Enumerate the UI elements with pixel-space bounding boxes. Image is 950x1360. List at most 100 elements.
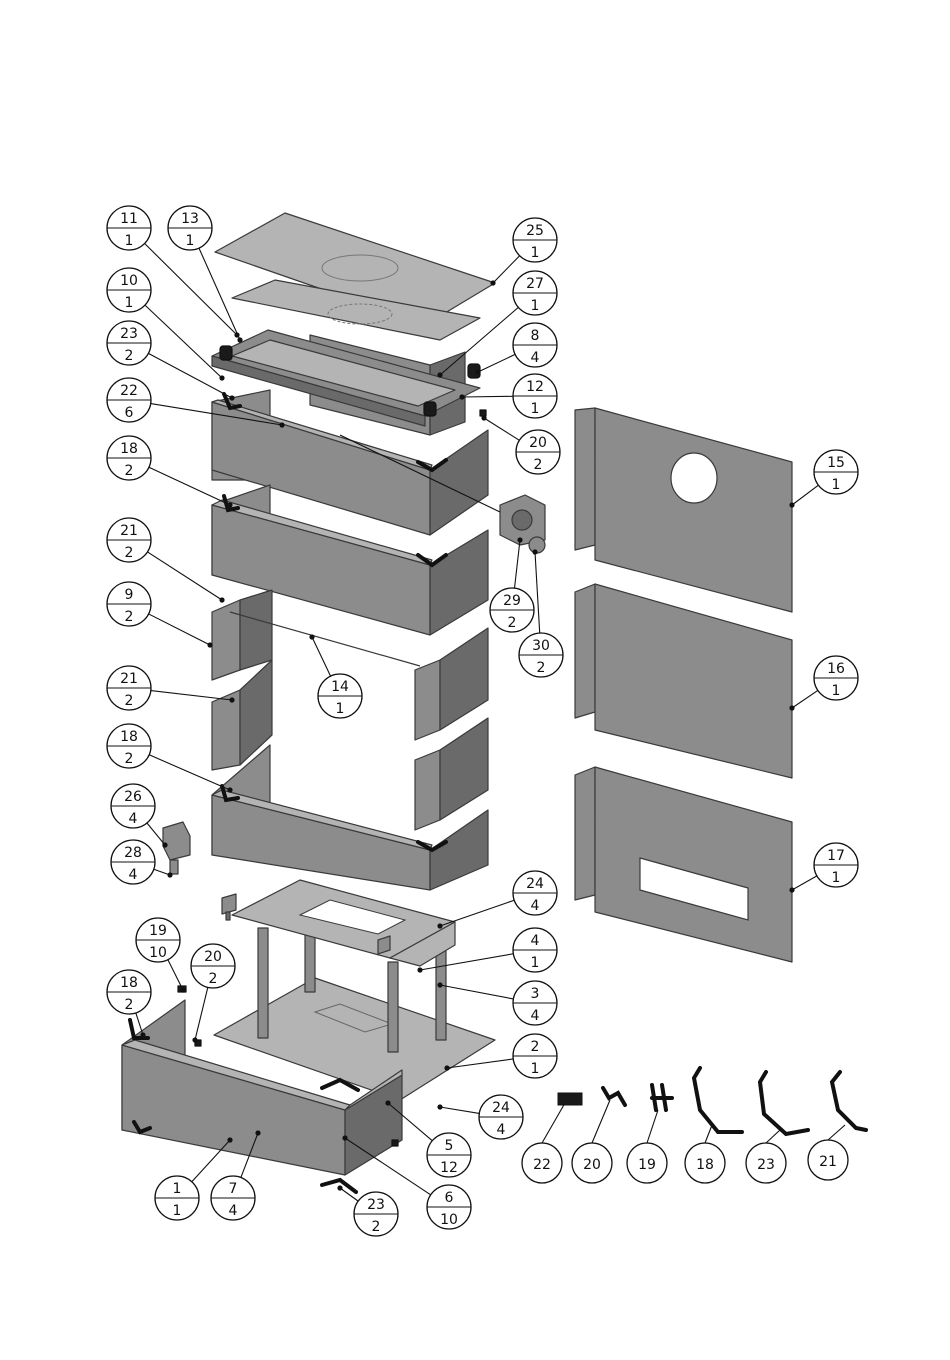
callout-part-23: 232 — [354, 1192, 398, 1236]
callout-part-1: 11 — [155, 1176, 199, 1220]
callout-quantity: 1 — [832, 683, 841, 699]
callout-leader — [168, 960, 183, 990]
callout-part-number: 24 — [526, 876, 544, 892]
callout-leader — [440, 1107, 479, 1113]
callout-quantity: 2 — [125, 997, 134, 1013]
callout-part-number: 25 — [526, 223, 544, 239]
callout-part-24: 244 — [479, 1095, 523, 1139]
callout-target-dot — [229, 395, 234, 400]
callout-part-number: 13 — [181, 211, 199, 227]
callout-leader — [484, 418, 519, 440]
callout-target-dot — [437, 1104, 442, 1109]
callout-target-dot — [437, 372, 442, 377]
callout-part-10: 101 — [107, 268, 151, 312]
callout-target-dot — [162, 842, 167, 847]
callout-part-26: 264 — [111, 784, 155, 828]
callout-quantity: 2 — [125, 693, 134, 709]
legend-label: 23 — [757, 1157, 775, 1173]
callout-part-number: 7 — [229, 1181, 238, 1197]
legend-label: 22 — [533, 1157, 551, 1173]
callout-part-18: 182 — [107, 436, 151, 480]
callout-quantity: 1 — [173, 1203, 182, 1219]
callout-target-dot — [337, 1185, 342, 1190]
callout-quantity: 4 — [129, 811, 138, 827]
callout-part-14: 141 — [318, 674, 362, 718]
callout-part-9: 92 — [107, 582, 151, 626]
legend-label: 21 — [819, 1154, 837, 1170]
callout-quantity: 1 — [125, 295, 134, 311]
callout-part-28: 284 — [111, 840, 155, 884]
legend-item-20: 20 — [572, 1100, 612, 1183]
callout-target-dot — [437, 923, 442, 928]
callout-target-dot — [481, 415, 486, 420]
callout-quantity: 4 — [531, 898, 540, 914]
callout-quantity: 1 — [125, 233, 134, 249]
legend-item-23: 23 — [746, 1130, 786, 1183]
legend-item-21: 21 — [808, 1125, 848, 1180]
callout-quantity: 2 — [125, 463, 134, 479]
callout-leader — [195, 987, 208, 1040]
callout-quantity: 1 — [531, 955, 540, 971]
callout-part-11: 111 — [107, 206, 151, 250]
callout-part-12: 121 — [513, 374, 557, 418]
callout-part-number: 17 — [827, 848, 845, 864]
callout-target-dot — [167, 872, 172, 877]
callout-part-number: 19 — [149, 923, 167, 939]
callout-part-30: 302 — [519, 633, 563, 677]
legend-item-22: 22 — [522, 1103, 565, 1183]
callout-part-8: 84 — [513, 323, 557, 367]
callout-part-number: 30 — [532, 638, 550, 654]
callout-part-number: 5 — [445, 1138, 454, 1154]
callout-target-dot — [437, 982, 442, 987]
callout-quantity: 2 — [537, 660, 546, 676]
callout-part-3: 34 — [513, 981, 557, 1025]
callout-part-21: 212 — [107, 518, 151, 562]
callout-part-21: 212 — [107, 666, 151, 710]
callout-target-dot — [255, 1130, 260, 1135]
callout-target-dot — [237, 337, 242, 342]
callout-target-dot — [532, 549, 537, 554]
callout-quantity: 4 — [531, 350, 540, 366]
callout-part-23: 232 — [107, 321, 151, 365]
callout-part-number: 22 — [120, 383, 138, 399]
callout-part-number: 20 — [529, 435, 547, 451]
callout-quantity: 2 — [372, 1219, 381, 1235]
callout-part-7: 74 — [211, 1176, 255, 1220]
callout-quantity: 10 — [440, 1212, 458, 1228]
callout-part-number: 24 — [492, 1100, 510, 1116]
callout-part-number: 8 — [531, 328, 540, 344]
callout-leader — [478, 354, 515, 372]
callout-quantity: 1 — [832, 870, 841, 886]
callout-part-24: 244 — [513, 871, 557, 915]
legend-icon-23 — [760, 1072, 808, 1134]
callout-quantity: 1 — [186, 233, 195, 249]
callout-leader — [535, 552, 540, 633]
callout-leader — [514, 540, 520, 588]
callout-quantity: 2 — [508, 615, 517, 631]
legend-label: 20 — [583, 1157, 601, 1173]
callout-quantity: 1 — [531, 401, 540, 417]
callout-part-5: 512 — [427, 1133, 471, 1177]
callout-leader — [147, 823, 165, 845]
callout-target-dot — [219, 597, 224, 602]
callout-quantity: 6 — [125, 405, 134, 421]
callout-leader — [199, 248, 240, 340]
callout-part-number: 16 — [827, 661, 845, 677]
callout-quantity: 1 — [832, 477, 841, 493]
legend-label: 18 — [696, 1157, 714, 1173]
callout-part-18: 182 — [107, 724, 151, 768]
callout-target-dot — [279, 422, 284, 427]
callout-quantity: 10 — [149, 945, 167, 961]
legend-icon-20 — [603, 1088, 625, 1105]
callout-leader — [312, 637, 331, 676]
callout-quantity: 4 — [531, 1008, 540, 1024]
callout-part-17: 171 — [814, 843, 858, 887]
panel-15 — [575, 408, 792, 612]
callout-target-dot — [180, 987, 185, 992]
callout-leader — [147, 552, 222, 600]
legend-icon-22 — [558, 1093, 582, 1105]
panel-16 — [575, 584, 792, 778]
callout-part-16: 161 — [814, 656, 858, 700]
callout-part-number: 29 — [503, 593, 521, 609]
